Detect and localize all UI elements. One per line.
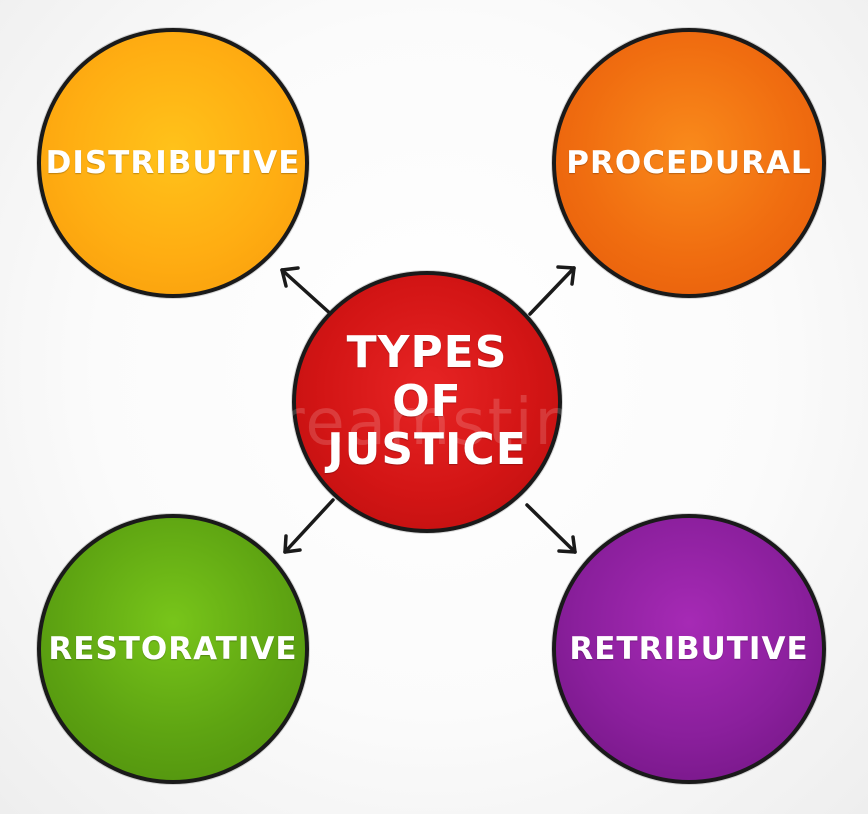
arrow-to-retributive	[525, 503, 577, 554]
node-label-distributive: DISTRIBUTIVE	[45, 145, 301, 181]
node-distributive: DISTRIBUTIVE	[37, 28, 309, 298]
node-label-center: TYPES OF JUSTICE	[327, 327, 527, 476]
node-restorative: RESTORATIVE	[37, 514, 309, 784]
node-label-restorative: RESTORATIVE	[48, 631, 298, 667]
arrow-to-restorative	[283, 498, 335, 554]
node-procedural: PROCEDURAL	[552, 28, 826, 298]
arrow-to-procedural	[528, 265, 576, 316]
node-retributive: RETRIBUTIVE	[552, 514, 826, 784]
node-label-procedural: PROCEDURAL	[566, 145, 812, 181]
arrow-to-distributive	[280, 266, 335, 318]
node-center-types-of-justice: TYPES OF JUSTICE	[292, 271, 562, 533]
node-label-retributive: RETRIBUTIVE	[569, 631, 809, 667]
